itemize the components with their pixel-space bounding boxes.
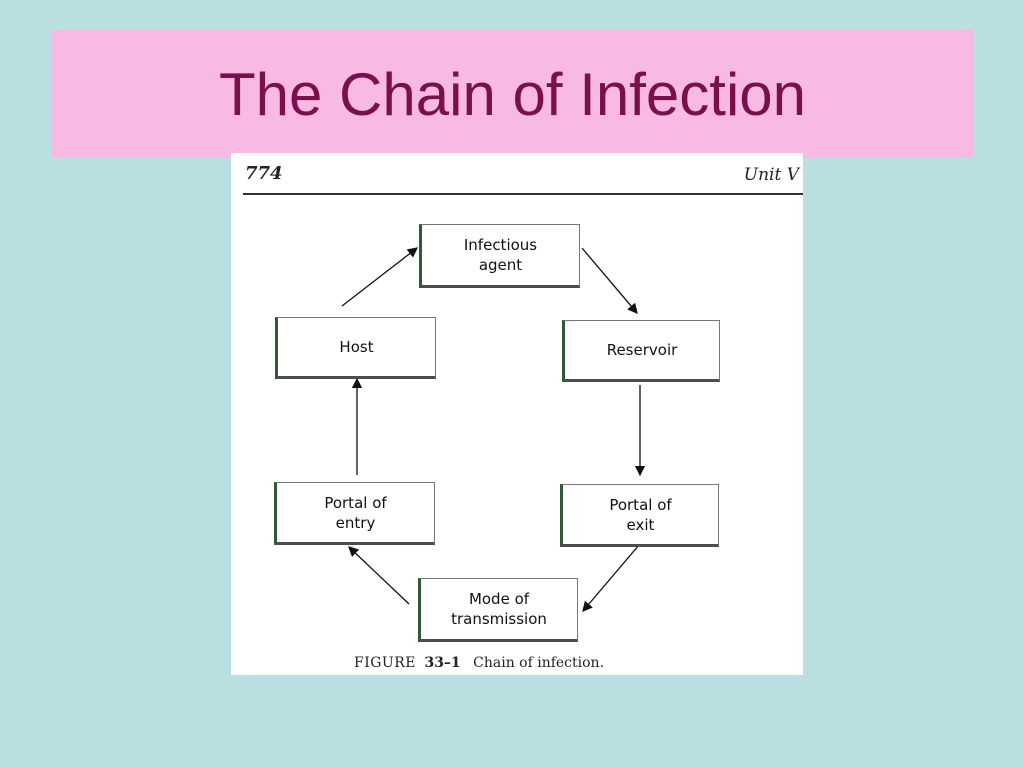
node-mode-of-transmission: Mode of transmission [418, 578, 578, 642]
node-host: Host [275, 317, 436, 379]
node-reservoir-label: Reservoir [606, 341, 678, 359]
header-rule [243, 193, 803, 195]
arrow-exit-to-transmission [582, 544, 640, 612]
node-infectious-agent: Infectious agent [419, 224, 580, 288]
figure-caption: FIGURE 33–1 Chain of infection. [354, 655, 604, 671]
node-portal-of-exit: Portal of exit [560, 484, 719, 547]
node-portal-of-exit-label: Portal of exit [609, 495, 672, 534]
caption-number: 33–1 [424, 655, 461, 671]
caption-prefix: FIGURE [354, 655, 416, 671]
page-number: 774 [245, 163, 283, 184]
caption-text: Chain of infection. [473, 655, 605, 671]
node-reservoir: Reservoir [562, 320, 720, 382]
node-portal-of-entry-label: Portal of entry [324, 493, 387, 532]
cycle-arrows [341, 247, 646, 612]
arrow-host-to-agent [341, 247, 419, 307]
node-mode-of-transmission-label: Mode of transmission [451, 590, 547, 628]
unit-label: Unit V [743, 165, 799, 185]
node-infectious-agent-label: Infectious agent [463, 236, 538, 274]
slide-title: The Chain of Infection [218, 60, 807, 128]
arrow-agent-to-reservoir [581, 247, 638, 314]
scanned-figure: 774 Unit V Infectious agent Reservoir Po… [231, 153, 803, 675]
title-bar: The Chain of Infection [52, 30, 973, 158]
node-host-label: Host [339, 338, 374, 356]
node-portal-of-entry: Portal of entry [274, 482, 435, 545]
arrow-transmission-to-entry [348, 546, 410, 605]
